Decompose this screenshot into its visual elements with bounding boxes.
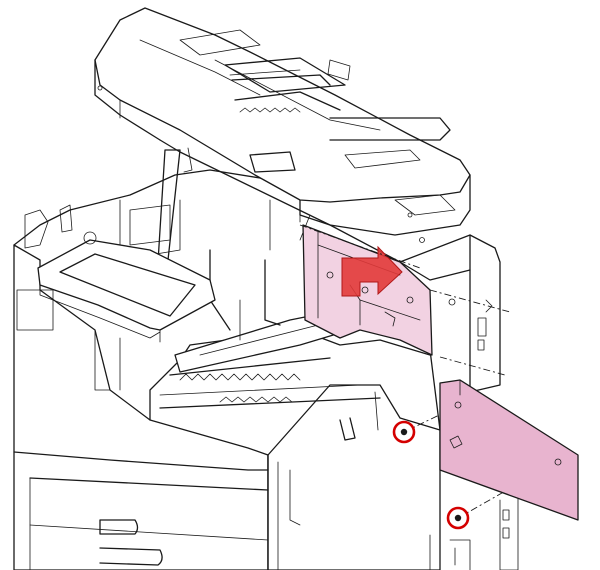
screw-marker-icon: [446, 506, 470, 530]
paper-path-cavity: [119, 147, 431, 421]
control-panel: [24, 204, 216, 343]
screw-marker-icon: [392, 420, 416, 444]
document-feeder: [94, 7, 471, 236]
red-l-arrow-icon: [341, 245, 403, 297]
rear-access-opening: [302, 224, 433, 356]
printer-body: [13, 169, 519, 570]
side-cover-panel: [439, 379, 579, 521]
